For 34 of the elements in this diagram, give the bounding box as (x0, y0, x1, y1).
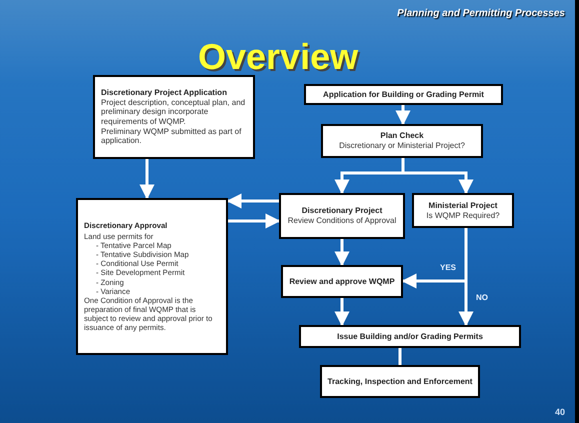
box-heading: Plan Check (379, 131, 425, 141)
arrow (226, 194, 279, 208)
process-box (299, 325, 521, 348)
box-heading: Review and approve WQMP (288, 276, 396, 286)
arrow (334, 298, 350, 326)
edge-label: YES (440, 262, 456, 274)
box-heading: Discretionary Project Application (101, 88, 228, 98)
process-box (412, 193, 514, 228)
process-box (304, 84, 503, 105)
arrow (402, 158, 474, 194)
box-heading: Application for Building or Grading Permit (322, 90, 485, 100)
process-box (281, 265, 403, 298)
process-box (279, 193, 405, 239)
arrow (140, 159, 154, 200)
box-text: Discretionary or Ministerial Project? (338, 141, 466, 151)
arrow (396, 105, 410, 126)
process-box (76, 198, 228, 355)
box-heading: Ministerial Project (428, 200, 498, 210)
box-text: Preliminary WQMP submitted as part of application. (101, 126, 242, 146)
box-heading: Tracking, Inspection and Enforcement (326, 376, 474, 386)
box-text: Project description, conceptual plan, and preliminary design incorporate requirements of WQMP. (101, 98, 246, 127)
arrow (334, 239, 350, 266)
page-number: 40 (554, 406, 565, 418)
process-box (320, 365, 480, 398)
header-text: Planning and Permitting Processes (397, 7, 565, 21)
title: Overview (198, 35, 358, 79)
process-box (93, 75, 255, 159)
process-box (321, 124, 483, 158)
box-text: Review Conditions of Approval (286, 216, 398, 226)
arrow (228, 214, 280, 228)
edge-label: NO (476, 292, 488, 304)
box-heading: Issue Building and/or Grading Permits (336, 332, 484, 342)
box-text: Is WQMP Required? (425, 210, 501, 220)
box-heading: Discretionary Project (300, 206, 384, 216)
